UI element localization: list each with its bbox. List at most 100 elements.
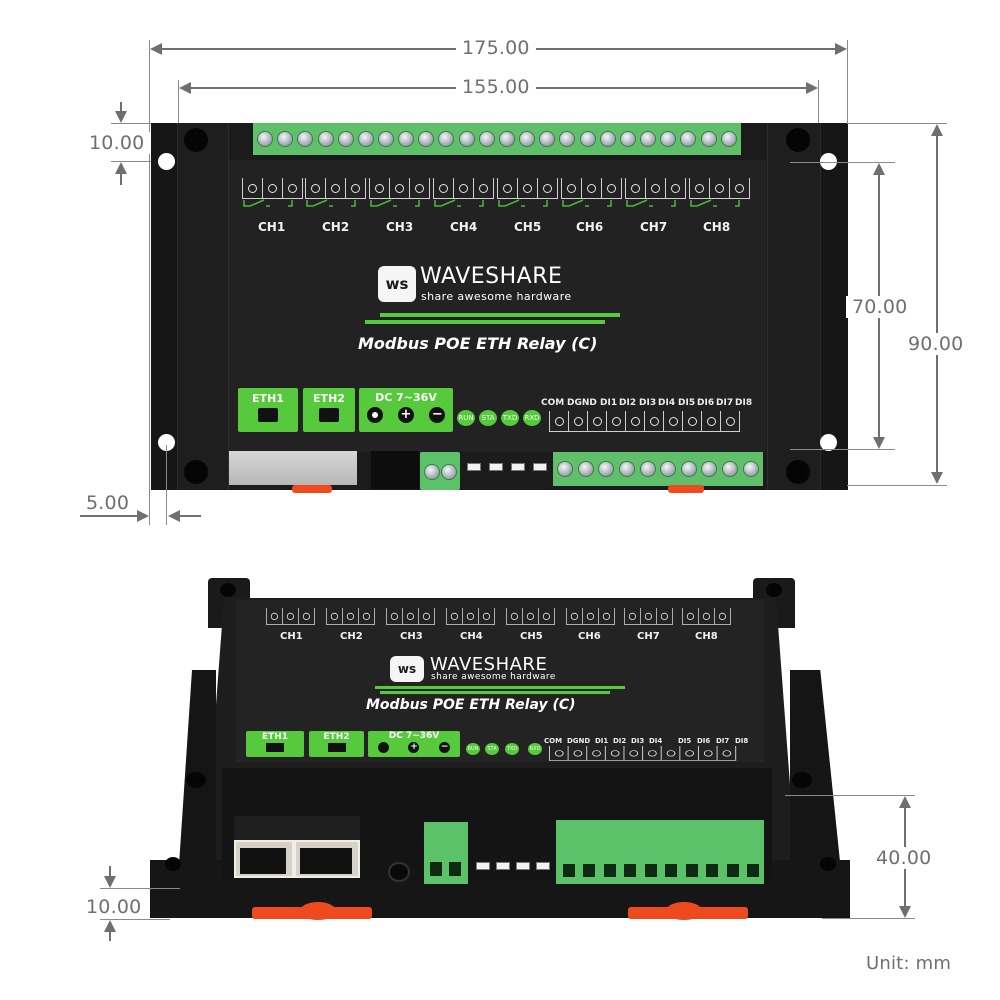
- terminal-screw-icon: [559, 131, 576, 147]
- dc-jack-icon: [366, 407, 383, 423]
- terminal-screw-icon: [722, 461, 739, 477]
- dimension-side-offset: 5.00: [80, 492, 136, 514]
- di-label: COM: [541, 398, 565, 408]
- product-name: Modbus POE ETH Relay (C): [366, 697, 576, 713]
- led-rxd-indicator: RXD: [523, 410, 541, 426]
- din-rail-clip: [292, 485, 332, 493]
- relay-terminal-ch4: [433, 178, 494, 199]
- terminal-screw-icon: [398, 131, 415, 147]
- relay-terminal-ch5: [506, 608, 555, 625]
- screw-hole: [766, 583, 782, 597]
- dimension-overall-width: 175.00: [456, 37, 536, 59]
- terminal-screw-icon: [619, 461, 636, 477]
- relay-terminal-ch3: [369, 178, 430, 199]
- arrow-down-icon: [104, 876, 116, 888]
- terminal-screw-icon: [579, 131, 596, 147]
- smt-led-txd: [511, 463, 525, 471]
- terminal-screw-icon: [519, 131, 536, 147]
- extension-line: [111, 161, 166, 162]
- channel-label: CH4: [450, 220, 478, 234]
- relay-terminal-ch4: [446, 608, 495, 625]
- green-arrow-left-icon: [365, 320, 605, 324]
- brand-name: WAVESHARE: [430, 654, 548, 675]
- terminal-screw-icon: [458, 131, 475, 147]
- brand-tagline: share awesome hardware: [431, 672, 556, 682]
- terminal-screw-icon: [660, 461, 677, 477]
- dimension-overall-height: 90.00: [902, 333, 970, 355]
- di-label: DGND: [567, 398, 597, 408]
- plus-icon: +: [397, 407, 414, 423]
- dc-jack-housing: [371, 451, 419, 489]
- extension-line: [111, 123, 151, 124]
- rj45-socket: [240, 848, 286, 874]
- di-label: DI3: [631, 737, 645, 745]
- case-side-left: [178, 123, 229, 490]
- screw-hole: [220, 583, 236, 597]
- mounting-flange-left: [151, 123, 178, 490]
- smt-led-rxd: [536, 862, 550, 870]
- terminal-screw-icon: [317, 131, 334, 147]
- logo-glyph: ws: [385, 275, 409, 293]
- channel-label: CH6: [578, 631, 601, 642]
- dimension-top-margin: 10.00: [83, 132, 151, 154]
- unit-label: Unit: mm: [860, 953, 958, 975]
- extension-line: [100, 919, 170, 920]
- product-name: Modbus POE ETH Relay (C): [358, 334, 598, 353]
- brand-name: WAVESHARE: [420, 264, 563, 289]
- terminal-screw-icon: [277, 131, 294, 147]
- smt-led-txd: [516, 862, 530, 870]
- relay-terminal-ch2: [326, 608, 375, 625]
- power-label: DC 7~36V: [388, 731, 440, 741]
- relay-terminal-ch6: [566, 608, 615, 625]
- rj45-icon: [258, 408, 278, 422]
- di-label: DI7: [716, 737, 730, 745]
- terminal-screw-icon: [660, 131, 677, 147]
- rj45-icon: [266, 743, 284, 752]
- waveshare-logo-icon: ws: [390, 656, 424, 682]
- logo-glyph: ws: [397, 662, 417, 676]
- dimension-line: [80, 515, 138, 517]
- screw-hole: [820, 857, 836, 871]
- dimension-line: [936, 130, 938, 478]
- di-terminal-row: [549, 411, 740, 432]
- terminal-screw-icon: [577, 461, 594, 477]
- terminal-screw-icon: [557, 461, 574, 477]
- arrow-down-icon: [873, 437, 885, 449]
- led-run-indicator: RUN: [466, 743, 480, 755]
- extension-line: [790, 449, 895, 450]
- extension-line: [178, 80, 179, 125]
- mounting-hole: [158, 434, 175, 451]
- led-sta-indicator: STA: [485, 743, 499, 755]
- led-sta-indicator: STA: [479, 410, 497, 426]
- smt-led-run: [476, 862, 490, 870]
- power-port-label: DC 7~36V + −: [359, 388, 453, 432]
- led-txd-indicator: TXD: [501, 410, 519, 426]
- channel-label: CH2: [340, 631, 363, 642]
- channel-label: CH4: [460, 631, 483, 642]
- extension-line: [100, 888, 180, 889]
- terminal-screw-icon: [297, 131, 314, 147]
- terminal-screw-icon: [424, 464, 440, 480]
- power-label: DC 7~36V: [375, 391, 437, 404]
- di-label: DI6: [697, 737, 711, 745]
- di-terminal-row: [549, 746, 737, 761]
- channel-label: CH7: [640, 220, 668, 234]
- relay-terminal-ch3: [386, 608, 435, 625]
- screw-hole: [184, 460, 208, 484]
- waveshare-logo-icon: ws: [378, 266, 416, 302]
- dimension-line: [120, 173, 122, 185]
- eth1-port-label: ETH1: [238, 388, 298, 432]
- extension-line: [847, 123, 947, 124]
- eth2-port-label: ETH2: [309, 731, 364, 757]
- terminal-opening: [430, 862, 442, 876]
- channel-label: CH3: [386, 220, 414, 234]
- channel-label: CH1: [280, 631, 303, 642]
- arrow-right-icon: [806, 82, 818, 94]
- di-label: DI1: [600, 398, 618, 408]
- mounting-hole: [820, 153, 837, 170]
- dimension-line: [179, 515, 201, 517]
- channel-label: CH6: [576, 220, 604, 234]
- relay-terminal-ch7: [624, 608, 673, 625]
- terminal-screw-icon: [720, 131, 737, 147]
- arrow-up-icon: [873, 163, 885, 175]
